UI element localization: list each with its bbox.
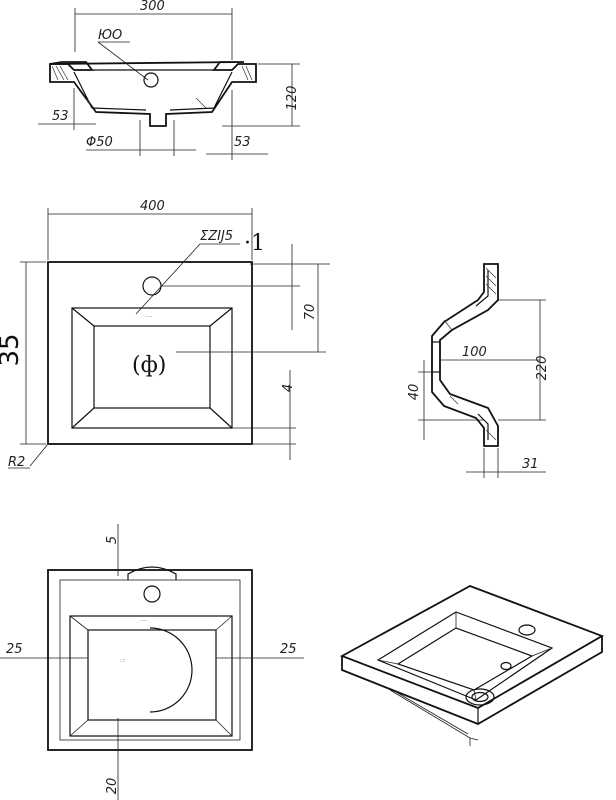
svg-text:·····: ····· <box>140 618 146 623</box>
dim-plan-hole-offset: 70 <box>303 304 318 321</box>
dim-bottom-right: 25 <box>280 642 297 657</box>
bottom-plan-view: 5 ····· :::: 25 25 20 <box>0 524 304 800</box>
dim-plan-bottom: 4 <box>281 384 296 392</box>
dim-top-right-rim: 53 <box>234 135 251 150</box>
dim-bottom-left: 25 <box>6 642 23 657</box>
svg-text:::::: :::: <box>120 658 125 663</box>
side-section-view: 100 220 40 31 <box>407 263 550 478</box>
dim-plan-width: 400 <box>140 199 165 214</box>
dim-plan-hole: ΣZIJ5 <box>200 229 233 244</box>
dim-side-drain-offset: 40 <box>407 384 422 401</box>
svg-text:·····: ····· <box>146 314 152 319</box>
plan-faucet-hole <box>142 276 162 296</box>
dim-top-drain: Φ50 <box>86 135 113 150</box>
dim-bottom-top: 5 <box>105 536 120 544</box>
dim-top-height: 120 <box>285 86 300 111</box>
dim-side-rim: 31 <box>522 457 539 472</box>
dim-plan-radius: R2 <box>8 455 25 470</box>
top-section-view: 300 ЮО 53 120 Φ50 53 <box>38 0 300 160</box>
dim-side-height: 220 <box>535 356 550 381</box>
dim-side-drain-depth: 100 <box>462 345 487 360</box>
plan-note: ·1 <box>244 231 265 256</box>
dim-plan-depth: 35 <box>0 333 25 366</box>
dim-top-width: 300 <box>140 0 165 14</box>
plan-view: 400 ····· ΣZIJ5 ·1 70 (ф) 35 <box>0 199 330 470</box>
plan-center-label: (ф) <box>132 353 166 378</box>
dim-top-left-rim: 53 <box>52 109 69 124</box>
dim-top-hole: ЮО <box>98 28 122 43</box>
isometric-view <box>339 585 605 746</box>
dim-bottom-bottom: 20 <box>105 778 120 795</box>
faucet-hole <box>143 72 159 88</box>
